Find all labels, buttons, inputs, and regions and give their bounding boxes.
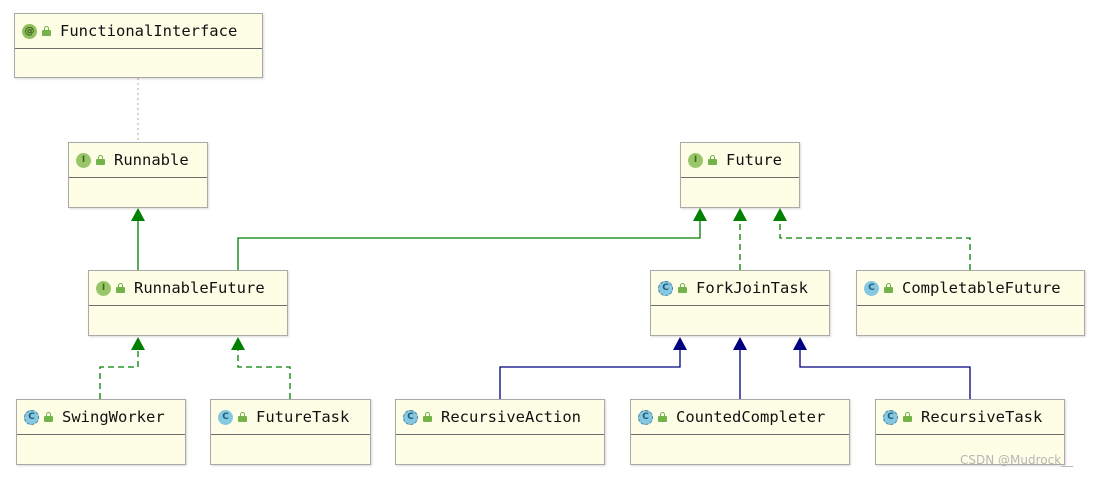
public-lock-icon	[44, 412, 53, 422]
abstract-class-icon: C	[658, 280, 673, 296]
public-lock-icon	[678, 283, 687, 293]
public-lock-icon	[903, 412, 912, 422]
node-futuretask[interactable]: C FutureTask	[210, 399, 371, 465]
public-lock-icon	[42, 26, 51, 36]
public-lock-icon	[884, 283, 893, 293]
edge-runnablefuture-future	[237, 208, 707, 270]
annotation-icon: @	[22, 23, 37, 39]
class-icon: C	[218, 409, 233, 425]
public-lock-icon	[708, 155, 717, 165]
interface-icon: I	[96, 280, 111, 296]
public-lock-icon	[96, 155, 105, 165]
node-functionalinterface[interactable]: @ FunctionalInterface	[14, 13, 263, 78]
edge-swingworker-runnablefuture	[99, 337, 145, 399]
node-label: FutureTask	[256, 408, 350, 426]
abstract-class-icon: C	[403, 409, 418, 425]
abstract-class-icon: C	[883, 409, 898, 425]
edge-futuretask-runnablefuture	[231, 337, 291, 399]
public-lock-icon	[658, 412, 667, 422]
node-recursivetask[interactable]: C RecursiveTask	[875, 399, 1065, 465]
node-label: ForkJoinTask	[696, 279, 808, 297]
abstract-class-icon: C	[638, 409, 653, 425]
node-future[interactable]: I Future	[680, 142, 800, 208]
interface-icon: I	[688, 152, 703, 168]
edge-runnablefuture-runnable	[131, 208, 145, 270]
node-label: RecursiveTask	[921, 408, 1043, 426]
node-label: CompletableFuture	[902, 279, 1061, 297]
node-swingworker[interactable]: C SwingWorker	[16, 399, 186, 465]
abstract-class-icon: C	[24, 409, 39, 425]
edge-forkjointask-future	[733, 208, 747, 270]
node-label: Future	[726, 151, 782, 169]
node-label: RunnableFuture	[134, 279, 265, 297]
edge-recursiveaction-forkjointask	[499, 337, 687, 399]
node-label: SwingWorker	[62, 408, 165, 426]
node-label: CountedCompleter	[676, 408, 826, 426]
class-icon: C	[864, 280, 879, 296]
public-lock-icon	[423, 412, 432, 422]
node-recursiveaction[interactable]: C RecursiveAction	[395, 399, 605, 465]
node-runnable[interactable]: I Runnable	[68, 142, 208, 208]
edge-completablefuture-future	[773, 208, 971, 270]
node-label: Runnable	[114, 151, 189, 169]
watermark: CSDN @Mudrock__	[960, 453, 1074, 467]
node-label: FunctionalInterface	[60, 22, 238, 40]
edge-recursivetask-forkjointask	[793, 337, 971, 399]
public-lock-icon	[116, 283, 125, 293]
public-lock-icon	[238, 412, 247, 422]
edge-countedcompleter-forkjointask	[733, 337, 747, 399]
node-label: RecursiveAction	[441, 408, 581, 426]
interface-icon: I	[76, 152, 91, 168]
node-runnablefuture[interactable]: I RunnableFuture	[88, 270, 288, 336]
node-countedcompleter[interactable]: C CountedCompleter	[630, 399, 850, 465]
node-completablefuture[interactable]: C CompletableFuture	[856, 270, 1085, 336]
node-forkjointask[interactable]: C ForkJoinTask	[650, 270, 830, 336]
